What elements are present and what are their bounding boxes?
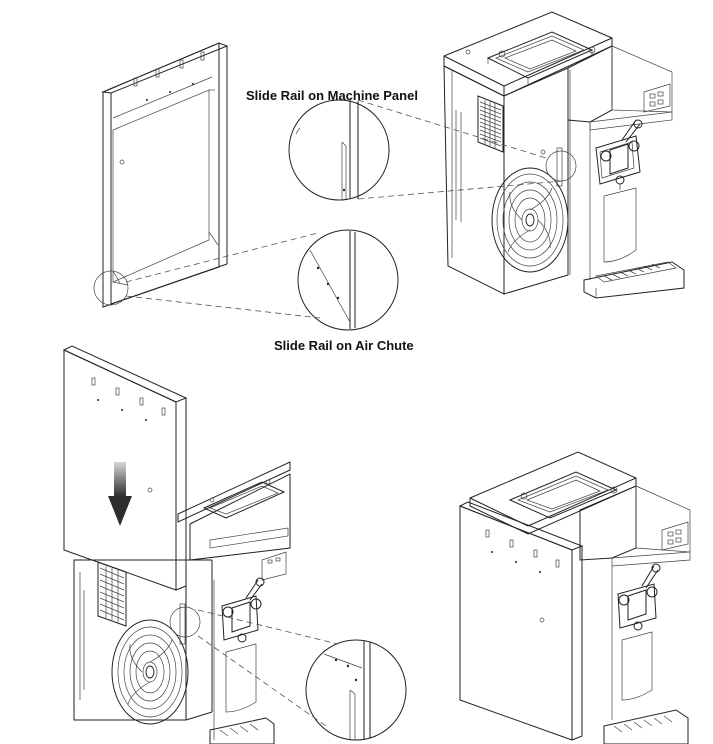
air-chute-panel-sliding	[62, 345, 188, 591]
machine-bottom-left	[62, 345, 291, 744]
machine-top	[443, 11, 685, 299]
fan-icon	[111, 619, 189, 725]
leader-lines-top	[125, 99, 563, 319]
drip-tray-top	[583, 261, 685, 299]
dispensing-head-bottom-left	[221, 577, 265, 643]
fan-icon	[491, 167, 569, 273]
machine-panel-rail-label: Slide Rail on Machine Panel	[246, 88, 418, 103]
air-chute-panel-top	[93, 42, 229, 308]
machine-bottom-right	[458, 451, 691, 744]
dispensing-head-bottom-right	[617, 563, 661, 631]
dispensing-head-top	[595, 119, 643, 190]
detail-air-chute-rail	[297, 229, 399, 331]
air-chute-rail-label: Slide Rail on Air Chute	[274, 338, 414, 353]
down-arrow-icon	[108, 462, 132, 526]
detail-assembly-rail	[305, 639, 407, 741]
detail-machine-panel-rail	[288, 99, 390, 201]
